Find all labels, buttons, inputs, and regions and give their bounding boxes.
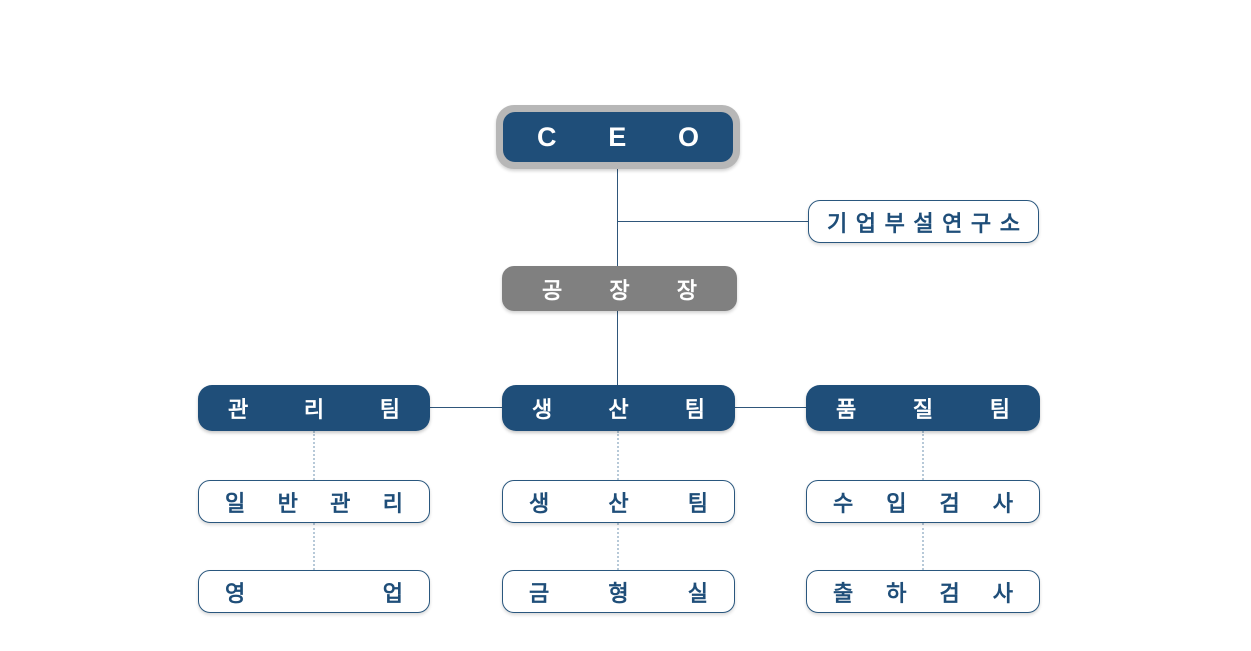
connector-management-to-production — [430, 407, 502, 408]
dotted-connector-quality-child1 — [922, 431, 924, 480]
connector-factory-manager-to-production — [617, 311, 618, 385]
dotted-connector-management-child2 — [313, 523, 315, 570]
connector-ceo-to-factory-manager — [617, 169, 618, 266]
dotted-connector-production-child2 — [617, 523, 619, 570]
dotted-connector-production-child1 — [617, 431, 619, 480]
dotted-connector-quality-child2 — [922, 523, 924, 570]
dotted-connector-management-child1 — [313, 431, 315, 480]
connector-production-to-quality — [735, 407, 806, 408]
connector-branch-to-research-institute — [618, 221, 808, 222]
